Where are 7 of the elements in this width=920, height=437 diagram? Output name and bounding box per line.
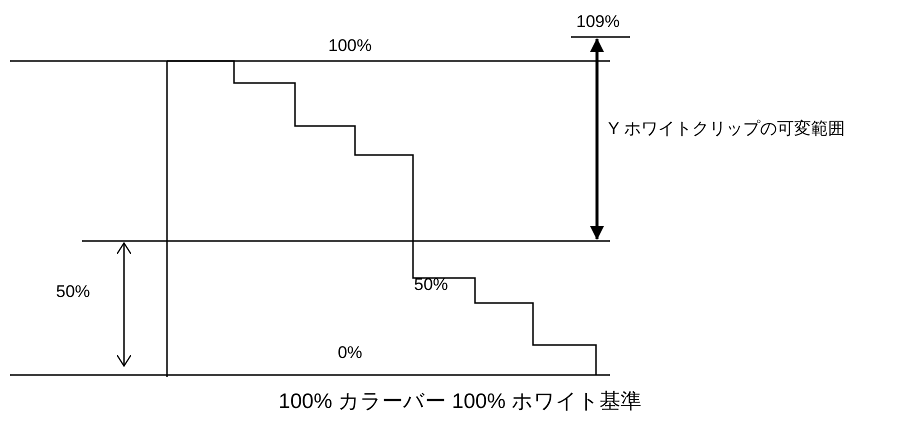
- value-label: Y ホワイトクリップの可変範囲: [608, 119, 845, 139]
- caption: 100% カラーバー 100% ホワイト基準: [278, 389, 642, 415]
- value-label: 109%: [576, 12, 620, 32]
- value-label: 100%: [328, 36, 372, 56]
- value-label: 0%: [338, 343, 362, 363]
- value-label: 50%: [56, 282, 90, 302]
- value-label: 50%: [414, 275, 448, 295]
